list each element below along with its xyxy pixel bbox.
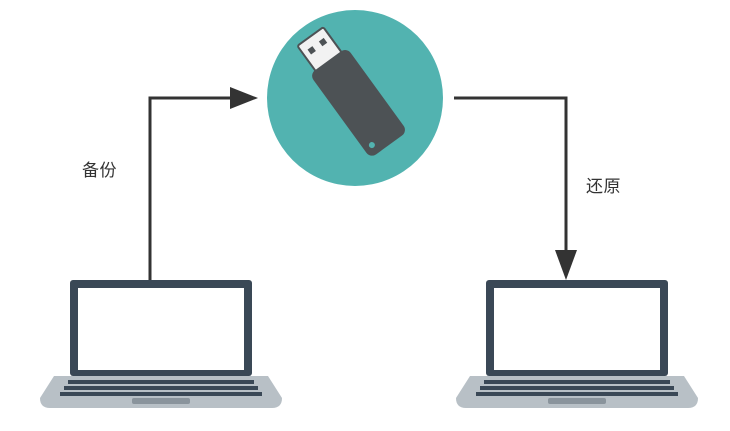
usb-body (312, 50, 405, 156)
laptop-trackpad (132, 398, 190, 404)
usb-led (368, 142, 375, 149)
laptop-keyboard (60, 380, 262, 396)
laptop-keyboard (476, 380, 678, 396)
backup-label: 备份 (82, 161, 117, 181)
backup-arrowhead (230, 87, 258, 109)
laptop-screen (494, 288, 660, 370)
laptop-icon (456, 280, 698, 408)
restore-label: 还原 (586, 177, 621, 197)
laptop-screen (78, 288, 244, 370)
backup-arrow (148, 96, 244, 280)
laptop-trackpad (548, 398, 606, 404)
usb-drive-icon (267, 10, 443, 186)
restore-arrow (454, 96, 568, 262)
restore-arrowhead (555, 250, 577, 280)
laptop-icon (40, 280, 282, 408)
